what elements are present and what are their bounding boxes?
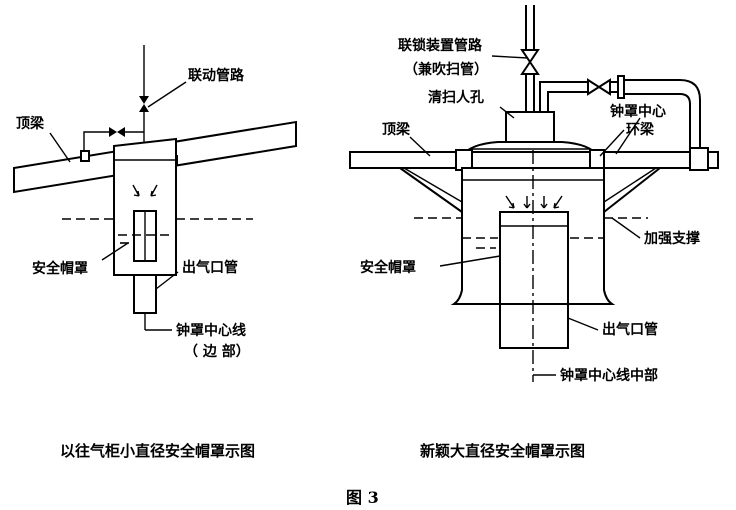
left-outlet-pipe: [133, 274, 157, 314]
right-outlet-pipe: [499, 303, 569, 349]
right-purge-branch: [539, 75, 701, 150]
label-centerline-middle: 钟罩中心线中部: [560, 367, 658, 384]
right-top-beam: [349, 147, 719, 171]
leader-top-beam-right: [409, 136, 431, 157]
label-interlock-pipe: 联锁装置管路: [398, 37, 483, 54]
figure-label: 图 3: [346, 488, 379, 507]
caption-left: 以往气柜小直径安全帽罩示图: [60, 442, 255, 460]
label-bell-center: 钟罩中心: [610, 103, 666, 120]
leader-bell-center: [615, 117, 641, 155]
leader-top-beam: [49, 132, 71, 163]
leader-manhole: [499, 106, 515, 119]
label-edge-part: （ 边 部）: [184, 343, 250, 360]
leader-hood-right: [439, 255, 501, 267]
leader-brace: [611, 217, 641, 239]
label-centerline-left: 钟罩中心线: [176, 322, 246, 339]
label-purge-pipe: （兼吹扫管）: [404, 61, 488, 78]
right-manhole: [498, 111, 562, 143]
label-outlet-pipe-left: 出气口管: [182, 259, 238, 276]
leader-linkage: [147, 81, 187, 108]
left-water-lines: [62, 218, 253, 244]
label-reinforce-brace: 加强支撑: [643, 230, 700, 247]
label-outlet-pipe-right: 出气口管: [602, 321, 658, 338]
label-safety-hood-left: 安全帽罩: [32, 260, 88, 277]
caption-right: 新颖大直径安全帽罩示图: [420, 442, 585, 460]
leader-interlock: [491, 55, 529, 59]
right-diagram: 联锁装置管路 （兼吹扫管） 清扫人孔 顶梁 钟罩中心 环梁 加强支撑 安全帽罩 …: [349, 5, 719, 384]
label-top-beam-left: 顶梁: [16, 115, 45, 132]
right-inner-hood: [499, 211, 569, 305]
left-safety-hood: [113, 137, 177, 276]
label-ring-beam: 环梁: [626, 121, 655, 138]
leader-outlet: [155, 271, 179, 290]
leader-ring-beam: [599, 129, 625, 157]
label-top-beam-right: 顶梁: [382, 121, 411, 138]
left-beam-fitting: [80, 150, 90, 162]
label-manhole: 清扫人孔: [428, 89, 484, 106]
label-linkage-pipe: 联动管路: [188, 67, 245, 84]
right-interlock-pipe: [520, 5, 540, 112]
leader-hood: [101, 242, 129, 261]
left-diagram: 联动管路 顶梁 安全帽罩 出气口管 钟罩中心线 （ 边 部）: [13, 45, 297, 360]
right-water-lines: [414, 217, 648, 249]
label-safety-hood-right: 安全帽罩: [360, 259, 416, 276]
right-reinforce-brace: [399, 167, 661, 213]
left-linkage-pipe: [83, 45, 149, 150]
leader-outlet-right: [567, 317, 599, 331]
